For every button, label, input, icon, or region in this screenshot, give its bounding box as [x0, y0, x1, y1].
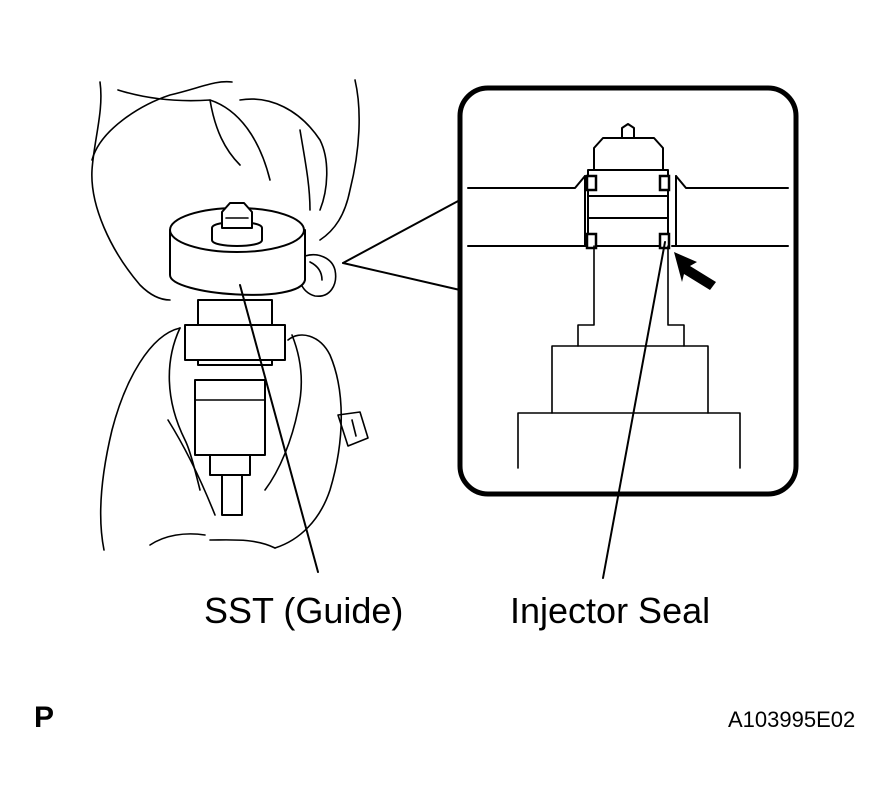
figure-id-label: A103995E02	[728, 707, 856, 732]
injector-seal-label: Injector Seal	[510, 590, 711, 631]
view-code-label: P	[34, 701, 55, 734]
detail-inset	[457, 85, 799, 497]
injector-with-sst-illustration	[91, 79, 369, 551]
seal-leader-line	[602, 241, 666, 579]
sst-leader-line	[239, 284, 319, 573]
sst-guide-label: SST (Guide)	[204, 590, 404, 631]
arrow-pointer-icon	[674, 252, 716, 290]
callout-pointer	[342, 199, 461, 291]
